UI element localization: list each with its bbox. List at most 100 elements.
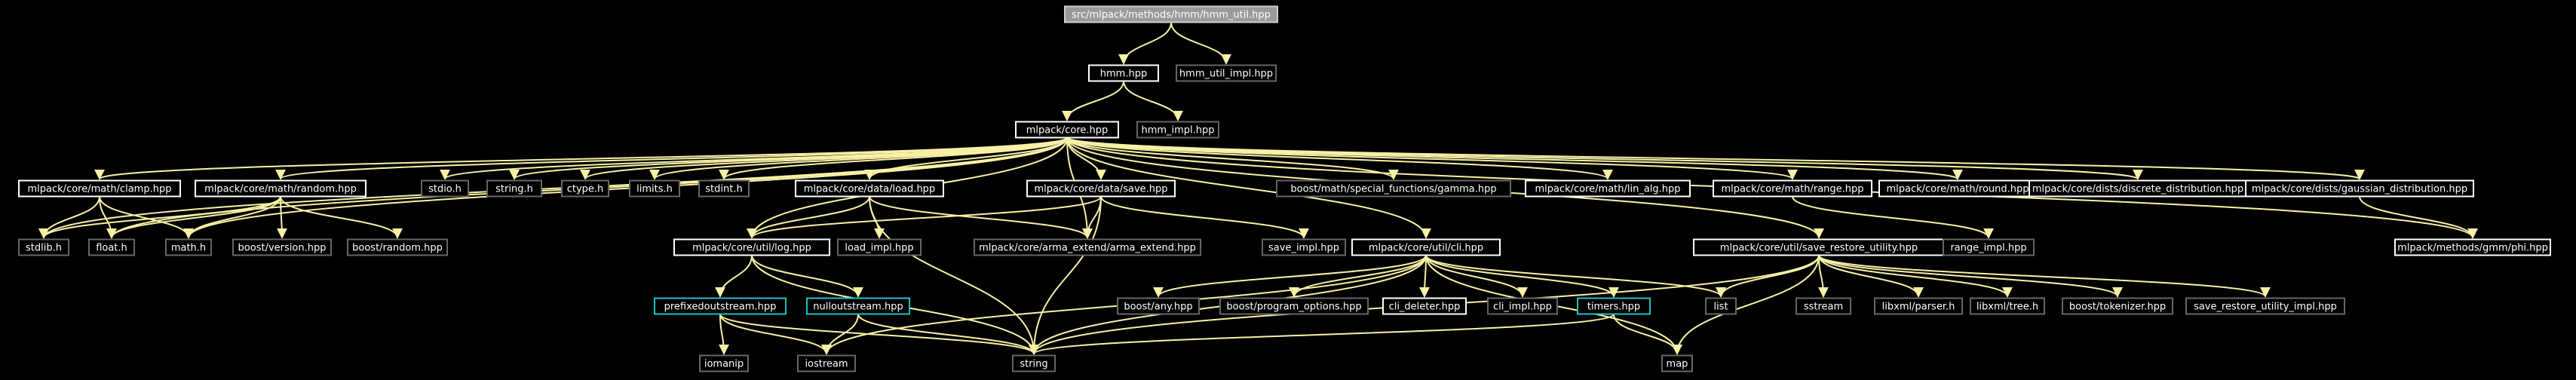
node-label: prefixedoutstream.hpp [664, 302, 777, 313]
node-round[interactable]: mlpack/core/math/round.hpp [1878, 179, 2037, 198]
node-box [421, 179, 469, 198]
node-label: mlpack/core/math/clamp.hpp [28, 184, 172, 195]
node-box [1136, 121, 1219, 139]
node-box [1088, 64, 1159, 82]
node-gaussian[interactable]: mlpack/core/dists/gaussian_distribution.… [2245, 179, 2474, 198]
node-box [486, 179, 542, 198]
node-box [1713, 179, 1872, 198]
node-label: save_restore_utility_impl.hpp [2194, 302, 2337, 313]
node-label: hmm_util_impl.hpp [1179, 69, 1273, 80]
node-label: float.h [96, 243, 127, 254]
node-label: map [1667, 359, 1688, 370]
node-label: mlpack/core.hpp [1026, 125, 1109, 136]
node-range[interactable]: mlpack/core/math/range.hpp [1713, 179, 1872, 198]
node-box [1796, 297, 1851, 315]
node-phi[interactable]: mlpack/methods/gmm/phi.hpp [2394, 238, 2551, 256]
node-box [795, 179, 944, 198]
node-label: mlpack/core/util/cli.hpp [1369, 243, 1483, 254]
node-hmm_impl: hmm_impl.hpp [1136, 121, 1219, 139]
node-cli[interactable]: mlpack/core/util/cli.hpp [1351, 238, 1501, 256]
edge-range-to-range_impl [1792, 196, 1994, 239]
node-clideleter[interactable]: cli_deleter.hpp [1382, 297, 1467, 315]
node-libxmlparser: libxml/parser.h [1874, 297, 1963, 315]
node-label: hmm.hpp [1100, 69, 1147, 80]
edge-random-to-bversion [276, 196, 287, 239]
node-stdlib: stdlib.h [18, 238, 69, 256]
node-linalg[interactable]: mlpack/core/math/lin_alg.hpp [1525, 179, 1691, 198]
edge-core-to-math [183, 137, 1068, 239]
node-save[interactable]: mlpack/core/data/save.hpp [1026, 179, 1176, 198]
node-core[interactable]: mlpack/core.hpp [1015, 121, 1119, 139]
edge-cli-to-list [1425, 255, 1726, 298]
node-label: math.h [171, 243, 206, 254]
node-label: mlpack/core/math/random.hpp [204, 184, 357, 195]
edge-core-to-gaussian [1066, 136, 2365, 180]
node-range_impl: range_impl.hpp [1943, 238, 2035, 256]
node-label: boost/random.hpp [352, 243, 443, 254]
node-sru_impl: save_restore_utility_impl.hpp [2185, 297, 2345, 315]
node-label: nulloutstream.hpp [813, 302, 903, 313]
node-label: mlpack/core/math/round.hpp [1886, 184, 2029, 195]
edge-gaussian-to-phi [2359, 196, 2478, 239]
edge-hmm-to-hmm_impl [1123, 81, 1183, 121]
node-random[interactable]: mlpack/core/math/random.hpp [195, 179, 366, 198]
node-box [797, 354, 856, 372]
node-label: ctype.h [567, 184, 604, 195]
edge-sru-to-btok [1818, 255, 2123, 298]
edge-core-to-random [275, 136, 1068, 180]
edge-random-to-stdlib [38, 196, 281, 239]
node-timers[interactable]: timers.hpp [1577, 297, 1651, 315]
edge-hmm-to-core [1062, 81, 1124, 121]
node-log[interactable]: mlpack/core/util/log.hpp [673, 238, 830, 256]
edge-core-to-limits [649, 136, 1068, 180]
node-label: mlpack/methods/gmm/phi.hpp [2397, 243, 2548, 254]
node-clamp[interactable]: mlpack/core/math/clamp.hpp [18, 179, 181, 198]
edge-save-to-log [747, 195, 1102, 239]
node-discrete[interactable]: mlpack/core/dists/discrete_distribution.… [2029, 179, 2247, 198]
node-box [561, 179, 609, 198]
node-label: string [1020, 359, 1047, 370]
edge-cli-to-bpo [1289, 255, 1427, 298]
node-root[interactable]: src/mlpack/methods/hmm/hmm_util.hpp [1064, 5, 1278, 23]
node-label: libxml/parser.h [1882, 302, 1955, 313]
node-label: iostream [805, 359, 848, 370]
edge-prefixed-to-string [719, 314, 1039, 355]
node-sstream: sstream [1796, 297, 1851, 315]
node-list: list [1705, 297, 1737, 315]
node-libxmltree: libxml/tree.h [1970, 297, 2045, 315]
node-prefixed[interactable]: prefixedoutstream.hpp [654, 297, 787, 315]
node-box [699, 354, 749, 372]
node-nullout[interactable]: nulloutstream.hpp [806, 297, 910, 315]
node-box [654, 297, 787, 315]
node-load[interactable]: mlpack/core/data/load.hpp [795, 179, 944, 198]
node-label: src/mlpack/methods/hmm/hmm_util.hpp [1072, 10, 1271, 21]
edge-sru-to-list [1716, 255, 1820, 298]
node-box [347, 238, 448, 256]
node-label: stdlib.h [26, 243, 62, 254]
edge-core-to-gamma [1066, 137, 1399, 180]
edge-log-to-prefixed [715, 255, 753, 298]
edge-layer [38, 22, 2478, 355]
edge-clamp-to-float [99, 196, 117, 239]
node-box [1874, 297, 1963, 315]
edge-sru-to-map [1672, 255, 1820, 355]
node-label: boost/version.hpp [238, 243, 327, 254]
node-hmm[interactable]: hmm.hpp [1088, 64, 1159, 82]
node-box [1262, 238, 1346, 256]
node-bany: boost/any.hpp [1117, 297, 1200, 315]
node-box [974, 238, 1201, 256]
edge-core-to-stdint [719, 137, 1068, 180]
node-sru[interactable]: mlpack/core/util/save_restore_utility.hp… [1693, 238, 1945, 256]
node-label: mlpack/core/arma_extend/arma_extend.hpp [979, 243, 1196, 254]
node-box [1176, 64, 1277, 82]
edge-core-to-linalg [1066, 136, 1613, 180]
node-label: libxml/tree.h [1976, 302, 2038, 313]
edge-nullout-to-iostream [821, 314, 859, 355]
node-box [88, 238, 135, 256]
node-map: map [1661, 354, 1693, 372]
node-box [1219, 297, 1369, 315]
edge-prefixed-to-iomanip [718, 314, 729, 355]
node-bversion: boost/version.hpp [232, 238, 332, 256]
edge-load-to-string [869, 196, 1039, 355]
